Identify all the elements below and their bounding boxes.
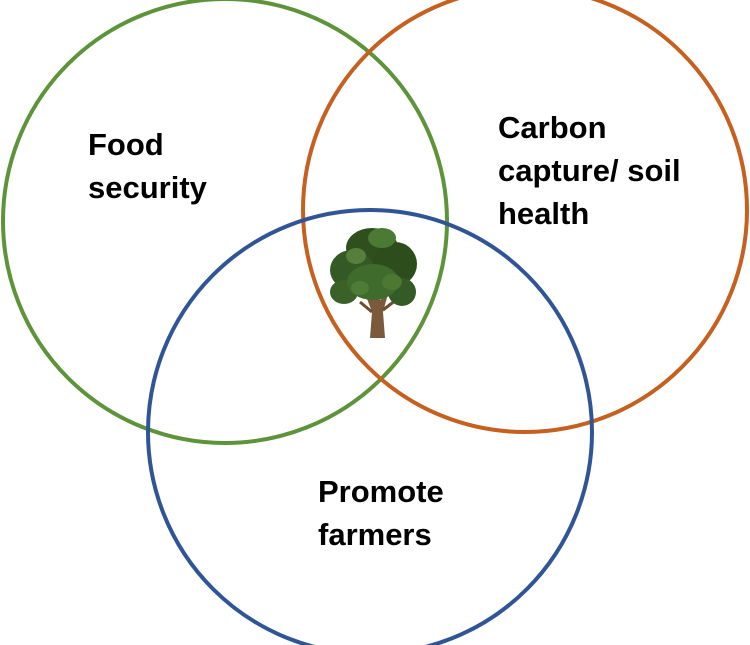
label-line: Food (88, 127, 164, 162)
label-carbon-capture: Carbon capture/ soil health (498, 106, 681, 235)
circle-promote-farmers (146, 208, 594, 645)
label-food-security: Food security (88, 123, 207, 209)
label-line: security (88, 170, 207, 205)
label-promote-farmers: Promote farmers (318, 470, 444, 556)
circle-carbon-capture (301, 0, 749, 434)
label-line: health (498, 196, 590, 231)
circle-food-security (1, 0, 449, 445)
label-line: capture/ soil (498, 153, 681, 188)
label-line: Carbon (498, 110, 607, 145)
tree-icon (330, 228, 417, 338)
label-line: Promote (318, 474, 444, 509)
label-line: farmers (318, 517, 432, 552)
